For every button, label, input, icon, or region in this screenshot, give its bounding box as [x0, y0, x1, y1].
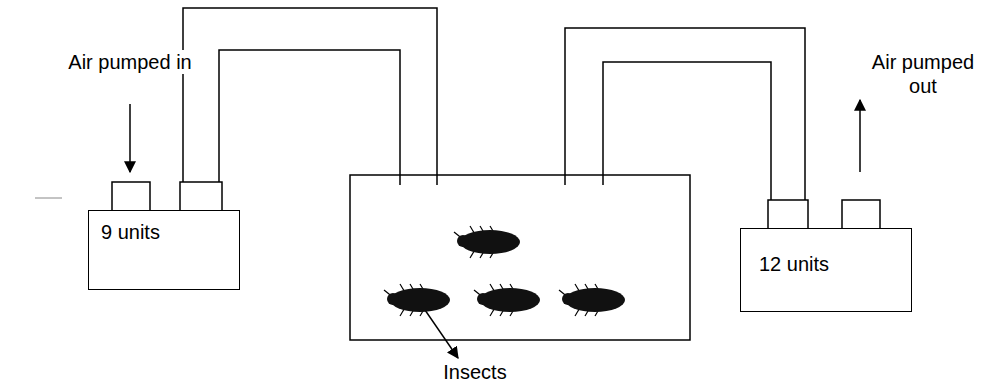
air-out-arrow — [859, 100, 861, 172]
tube-inner — [219, 50, 400, 185]
flow-label: Air pumped out — [860, 50, 986, 98]
insect — [384, 284, 450, 316]
outlet-stub — [842, 200, 880, 230]
callout-label: Insects — [420, 360, 530, 384]
insect — [474, 284, 540, 316]
chamber-box: 9 units — [88, 210, 240, 290]
tube-outer — [183, 8, 437, 185]
insect — [559, 284, 625, 316]
tube-stub — [768, 200, 808, 230]
leader-line — [425, 310, 458, 358]
tube-outer — [565, 28, 805, 200]
tube-inner — [603, 62, 771, 200]
tube-stub — [180, 182, 222, 212]
chamber-box: 12 units — [740, 228, 912, 312]
flow-label: Air pumped in — [60, 50, 200, 74]
stray-mark — [35, 198, 62, 199]
air-in-arrow — [129, 104, 131, 172]
unit-reading: 12 units — [759, 253, 893, 276]
insects — [384, 226, 625, 316]
insect — [454, 226, 520, 258]
unit-reading: 9 units — [101, 221, 227, 244]
insect-chamber — [350, 175, 690, 340]
inlet-stub — [112, 182, 150, 212]
